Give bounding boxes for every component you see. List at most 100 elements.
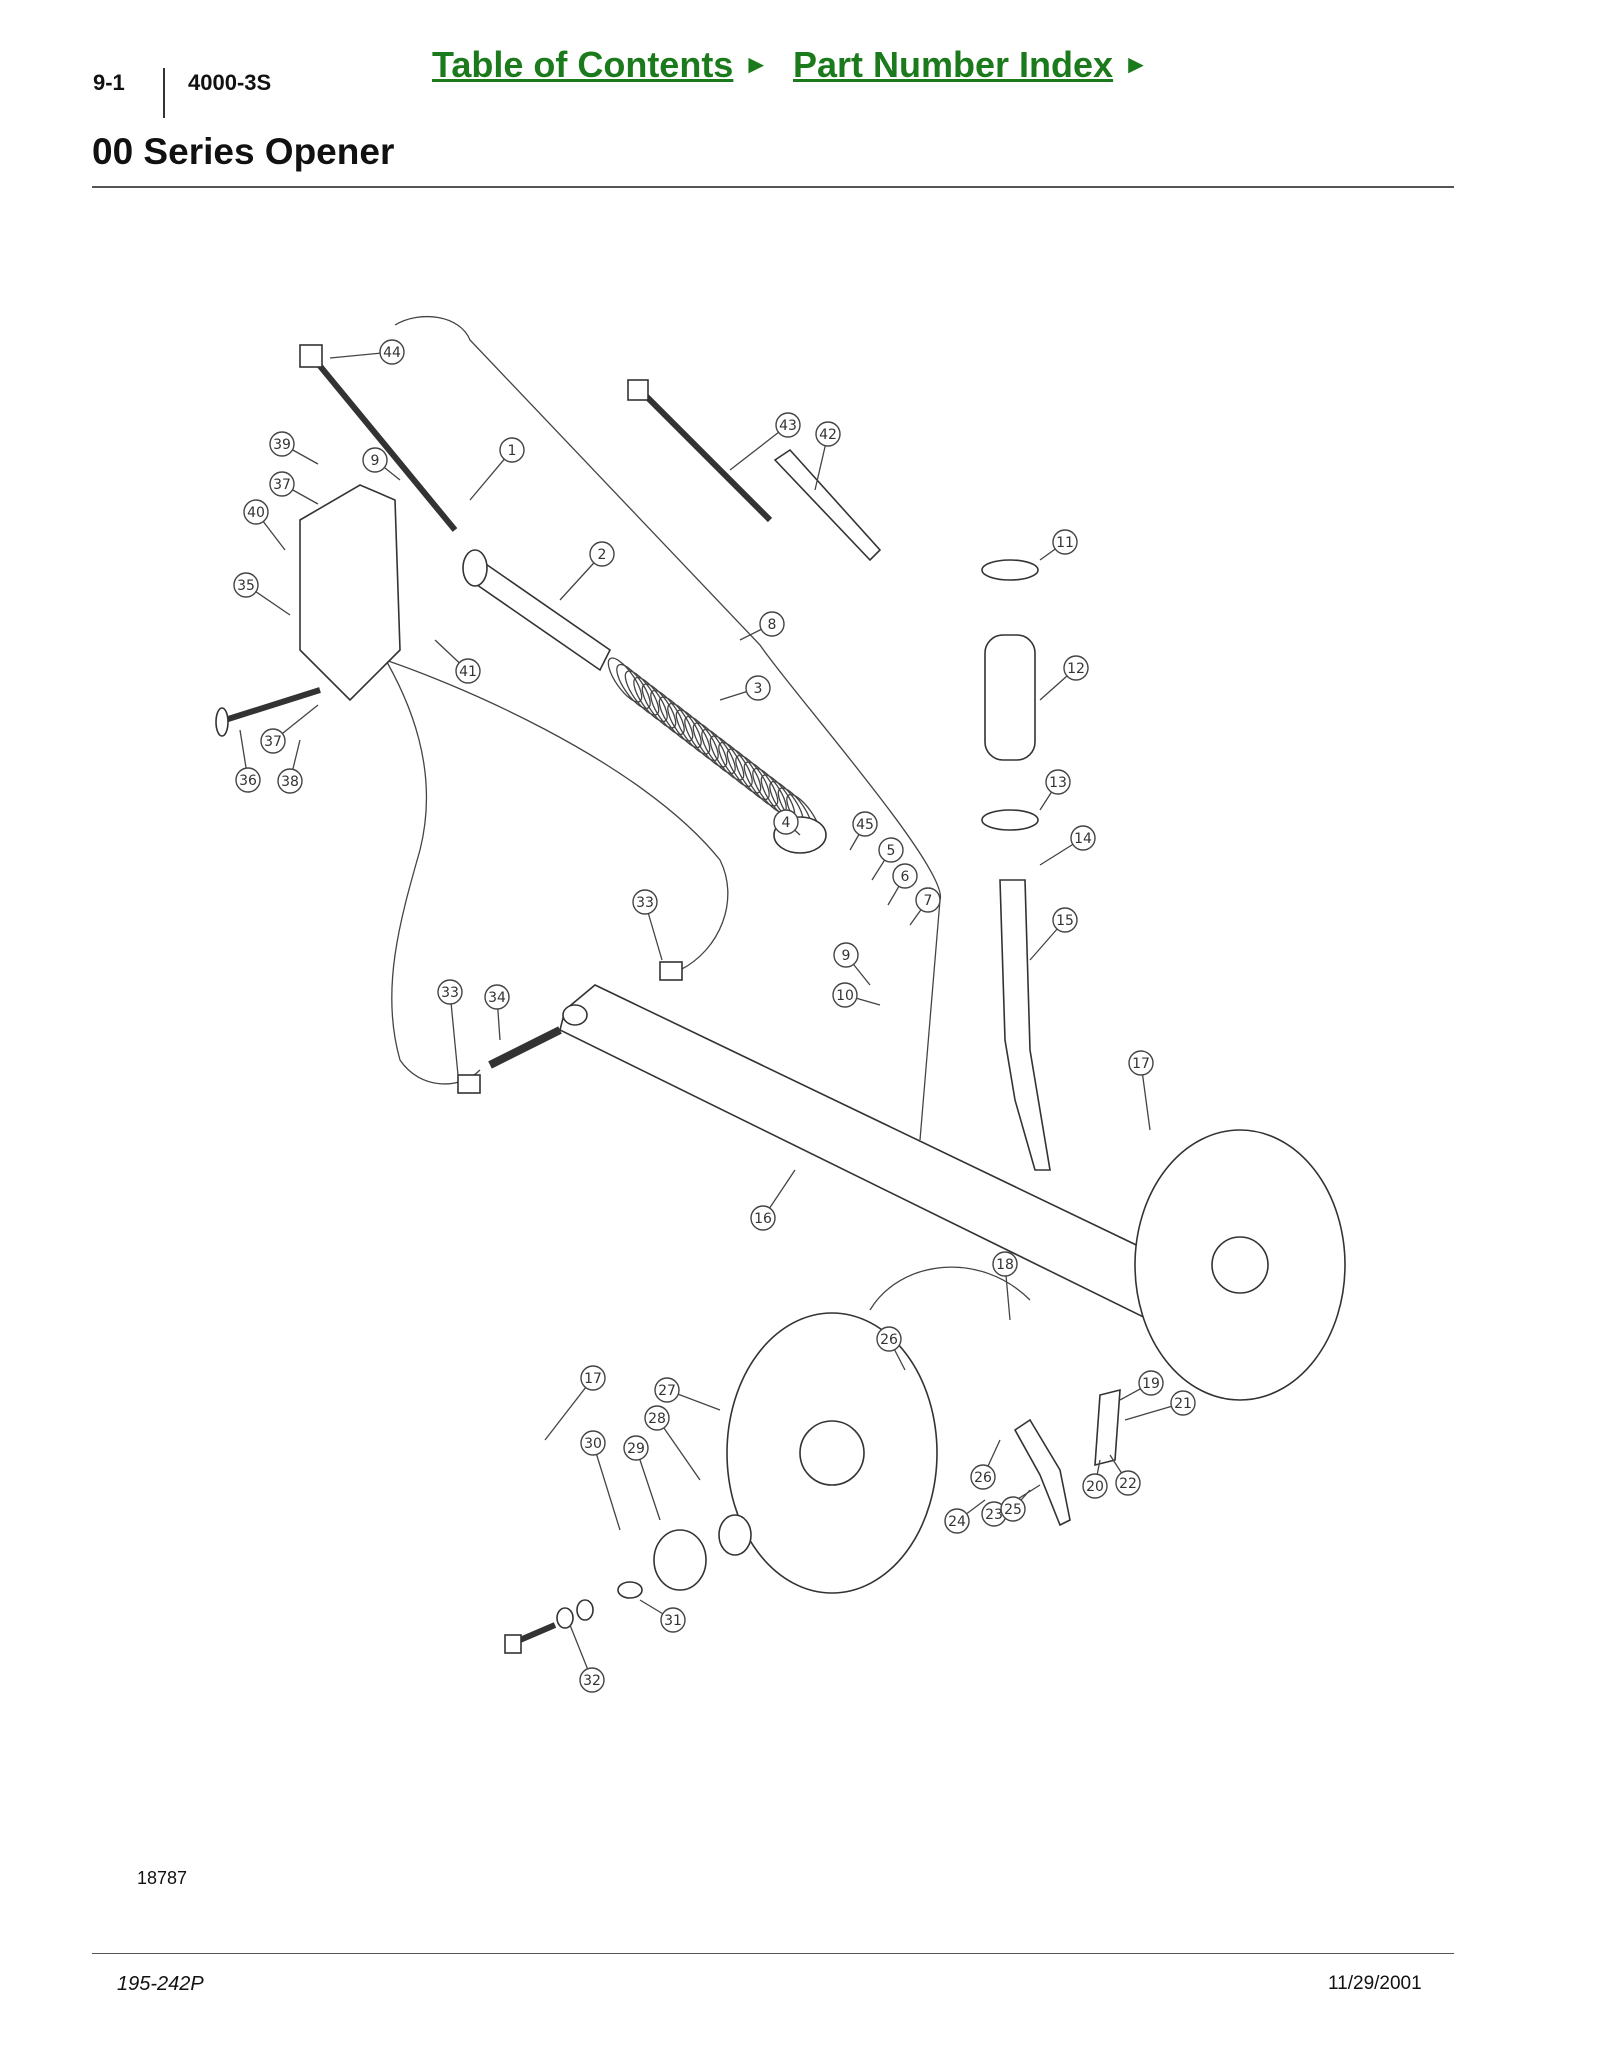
callout-number: 31 — [664, 1613, 682, 1629]
callout-number: 30 — [584, 1436, 602, 1452]
spring-coil — [633, 676, 668, 723]
callout-number: 20 — [1086, 1479, 1104, 1495]
spring-coil — [616, 663, 651, 710]
callout-balloon — [759, 611, 785, 637]
callout-number: 21 — [1174, 1396, 1192, 1412]
callout-number: 1 — [508, 443, 517, 459]
clevis — [773, 448, 882, 562]
spring-coil — [641, 683, 677, 729]
callout-number: 37 — [264, 734, 282, 750]
callout-balloon — [1170, 1390, 1196, 1416]
mount-bracket — [299, 484, 401, 702]
seed-tube — [999, 879, 1051, 1171]
callout-number: 5 — [887, 843, 896, 859]
callout-number: 7 — [924, 893, 933, 909]
disc-shield — [869, 1266, 1031, 1311]
diagram-parts — [215, 315, 1346, 1654]
spring-coil — [735, 754, 770, 801]
header-divider — [163, 68, 165, 118]
spring-coil — [726, 748, 762, 794]
callout-number: 37 — [273, 477, 291, 493]
callout-number: 43 — [779, 418, 797, 434]
seed-tube-boot — [984, 634, 1036, 761]
spring-coil — [607, 657, 643, 703]
callout-balloon — [750, 1205, 776, 1231]
snap-ring — [981, 809, 1039, 831]
spring-coil — [650, 689, 685, 736]
callout-balloon — [1138, 1370, 1164, 1396]
callout-number: 28 — [648, 1411, 666, 1427]
callout-number: 35 — [237, 578, 255, 594]
long-bolt — [312, 358, 458, 532]
callout-balloon — [235, 767, 261, 793]
table-of-contents-link[interactable]: Table of Contents ► — [432, 44, 769, 86]
callout-number: 42 — [819, 427, 837, 443]
callout-number: 3 — [754, 681, 763, 697]
spring-coil — [743, 761, 779, 807]
table-of-contents-label: Table of Contents — [432, 44, 734, 85]
callout-balloon — [1052, 907, 1078, 933]
washer — [556, 1607, 574, 1629]
assembly-outline — [394, 315, 941, 1141]
callout-balloon — [992, 1251, 1018, 1277]
callout-balloon — [243, 499, 269, 525]
callout-number: 32 — [583, 1673, 601, 1689]
pivot-pin — [488, 1026, 562, 1069]
callout-number: 34 — [488, 990, 506, 1006]
callout-balloon — [269, 431, 295, 457]
callout-balloon — [1000, 1496, 1026, 1522]
header-rule — [92, 186, 1454, 188]
callout-number: 33 — [441, 985, 459, 1001]
callout-balloon — [878, 837, 904, 863]
callout-number: 25 — [1004, 1502, 1022, 1518]
spring-coil — [692, 722, 728, 768]
callout-number: 22 — [1119, 1476, 1137, 1492]
opener-arm — [559, 984, 1231, 1336]
arrow-right-icon: ► — [743, 49, 770, 79]
footer-rule — [92, 1953, 1454, 1954]
callout-number: 6 — [901, 869, 910, 885]
callout-number: 13 — [1049, 775, 1067, 791]
callout-number: 29 — [627, 1441, 645, 1457]
callout-number: 8 — [768, 617, 777, 633]
washer — [576, 1599, 594, 1621]
callout-balloon — [277, 768, 303, 794]
callout-balloon — [1063, 655, 1089, 681]
carriage-bolt — [224, 687, 321, 723]
bolt-head — [215, 707, 229, 737]
callout-balloon — [660, 1607, 686, 1633]
callout-number: 40 — [247, 505, 265, 521]
callout-number: 23 — [985, 1507, 1003, 1523]
callout-number: 14 — [1074, 831, 1092, 847]
callout-number: 10 — [836, 988, 854, 1004]
callout-number: 26 — [974, 1470, 992, 1486]
callout-balloon — [1052, 529, 1078, 555]
callout-balloon — [775, 412, 801, 438]
callout-balloon — [944, 1508, 970, 1534]
callout-balloon — [589, 541, 615, 567]
callout-balloon — [773, 809, 799, 835]
callout-balloon — [580, 1365, 606, 1391]
callout-balloon — [580, 1430, 606, 1456]
callout-number: 12 — [1067, 661, 1085, 677]
part-number-index-link[interactable]: Part Number Index► — [793, 44, 1149, 86]
snap-ring — [981, 559, 1039, 581]
callout-number: 17 — [584, 1371, 602, 1387]
callout-balloon — [260, 728, 286, 754]
callout-balloon — [484, 984, 510, 1010]
callout-balloon — [915, 887, 941, 913]
callout-number: 15 — [1056, 913, 1074, 929]
callout-number: 44 — [383, 345, 401, 361]
spring-coil — [684, 715, 719, 762]
rod — [637, 387, 773, 523]
figure-id: 18787 — [137, 1868, 188, 1888]
callout-balloon — [1128, 1050, 1154, 1076]
part-number-index-label: Part Number Index — [793, 44, 1114, 85]
callout-number: 27 — [658, 1383, 676, 1399]
callout-number: 9 — [842, 948, 851, 964]
spring-tube — [468, 558, 612, 672]
spring-coil — [675, 709, 711, 755]
callout-number: 24 — [948, 1514, 966, 1530]
